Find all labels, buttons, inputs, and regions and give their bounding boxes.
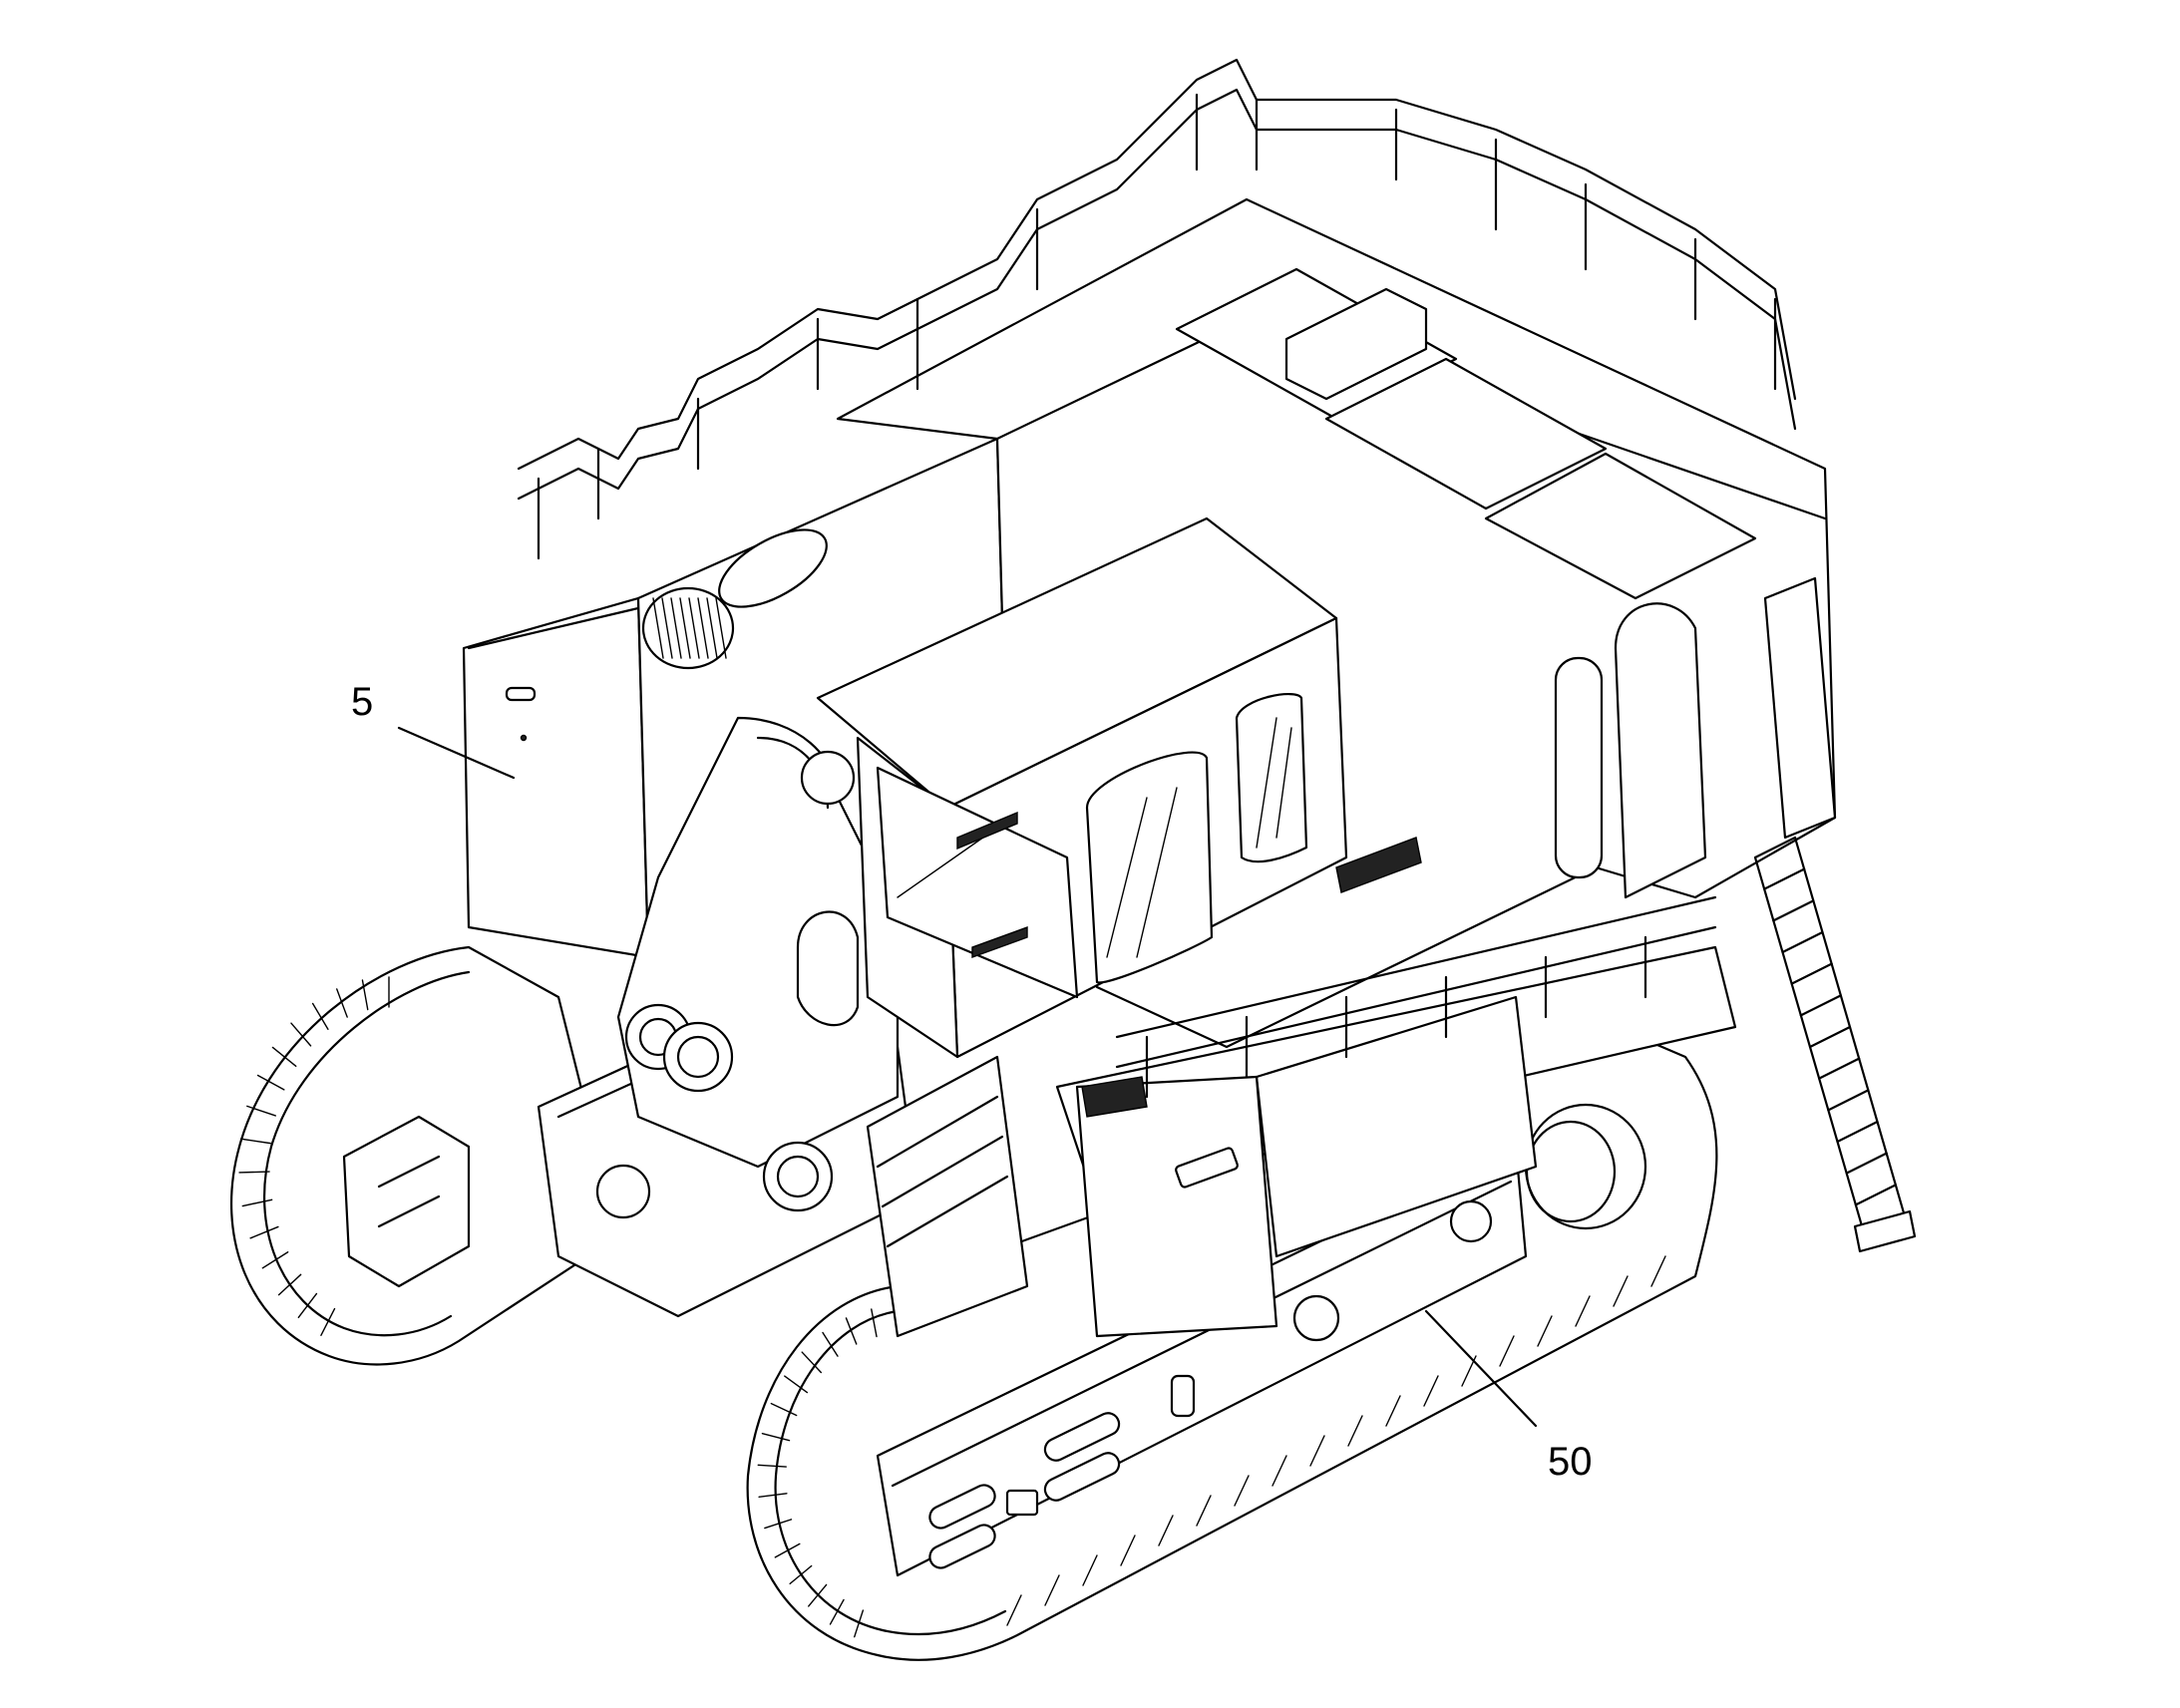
- ladder-rung: [1799, 994, 1842, 1017]
- fan-grille-bar: [715, 597, 727, 659]
- glass-reflection: [1136, 787, 1178, 958]
- track-shoe: [1120, 1535, 1136, 1566]
- track-shoe: [854, 1609, 865, 1638]
- ladder-rung: [1836, 1120, 1879, 1144]
- track-shoe: [238, 1171, 270, 1174]
- boom-foot: [616, 716, 900, 1212]
- track-shoe: [770, 1402, 798, 1417]
- track-shoe: [808, 1583, 828, 1607]
- track-shoe: [1158, 1515, 1174, 1546]
- callout-label-5: 5: [351, 680, 374, 724]
- glass-reflection: [1106, 797, 1148, 958]
- track-shoe: [1385, 1395, 1401, 1427]
- track-shoe: [361, 979, 369, 1011]
- fan-grille-bar: [688, 597, 700, 659]
- callout-label-50: 50: [1548, 1440, 1593, 1484]
- fan-grille-bar: [679, 597, 691, 659]
- track-shoe: [1082, 1554, 1098, 1586]
- track-shoe: [1234, 1475, 1250, 1507]
- left-crawler-track: [230, 945, 620, 1366]
- grating: [1081, 837, 1422, 1118]
- track-shoe: [1196, 1495, 1212, 1527]
- fan-grille-bar: [652, 597, 664, 659]
- front-walkway: [866, 837, 1737, 1338]
- track-shoe: [1006, 1594, 1022, 1626]
- access-ladder: [1753, 836, 1917, 1253]
- track-shoe: [290, 1022, 312, 1047]
- track-shoe: [764, 1519, 793, 1530]
- fan-grille-bar: [697, 597, 709, 659]
- ladder-rung: [1790, 962, 1833, 985]
- glass-reflection: [1256, 717, 1277, 849]
- ladder-rung: [1827, 1089, 1870, 1112]
- track-shoe: [757, 1464, 787, 1468]
- track-shoe: [1613, 1275, 1629, 1307]
- track-shoe: [320, 1307, 336, 1336]
- ladder-rung: [1818, 1057, 1861, 1080]
- track-shoe: [297, 1292, 318, 1319]
- track-shoe: [774, 1542, 801, 1558]
- track-shoe: [271, 1046, 297, 1068]
- callout-leaders: [397, 726, 1538, 1428]
- track-shoe: [871, 1308, 878, 1338]
- track-shoe: [801, 1351, 823, 1374]
- track-shoe: [1309, 1435, 1325, 1467]
- track-shoe: [1272, 1455, 1287, 1487]
- ladder-rung: [1763, 867, 1806, 890]
- leader-line-5: [397, 726, 516, 780]
- track-shoe: [1347, 1415, 1363, 1447]
- fan-grille-bar: [670, 597, 682, 659]
- track-shoe: [784, 1375, 809, 1394]
- track-shoe: [1499, 1335, 1515, 1367]
- track-shoe: [261, 1251, 289, 1269]
- track-shoe: [311, 1002, 329, 1030]
- track-shoe: [1575, 1295, 1591, 1327]
- leader-line-50: [1424, 1309, 1538, 1428]
- track-shoe: [1650, 1255, 1666, 1287]
- track-shoe: [277, 1273, 302, 1296]
- ladder-rung: [1845, 1152, 1888, 1175]
- ladder-rung: [1772, 899, 1815, 922]
- track-shoe: [845, 1317, 858, 1345]
- track-shoe: [822, 1331, 839, 1357]
- track-shoe: [241, 1198, 273, 1207]
- track-shoe: [829, 1598, 845, 1625]
- track-shoe: [246, 1105, 276, 1117]
- ladder-rung: [1854, 1184, 1897, 1206]
- track-shoe: [758, 1493, 788, 1499]
- track-shoe: [249, 1225, 279, 1239]
- ladder-rung: [1781, 930, 1824, 954]
- track-shoe: [239, 1138, 271, 1145]
- upper-handrails: [517, 58, 1797, 560]
- ladder-rung: [1753, 836, 1797, 859]
- track-shoe: [789, 1564, 813, 1585]
- ladder-rung: [1808, 1025, 1852, 1049]
- fan-grille-bar: [661, 597, 673, 659]
- track-shoe: [256, 1074, 285, 1091]
- track-shoe: [1423, 1375, 1439, 1407]
- track-shoe: [1044, 1574, 1060, 1606]
- glass-reflection: [1275, 727, 1292, 839]
- track-shoe: [1537, 1315, 1553, 1347]
- operator-cab: [816, 516, 1348, 1059]
- track-shoe: [336, 988, 348, 1018]
- fan-grille-bar: [706, 597, 718, 659]
- track-shoe: [761, 1433, 791, 1442]
